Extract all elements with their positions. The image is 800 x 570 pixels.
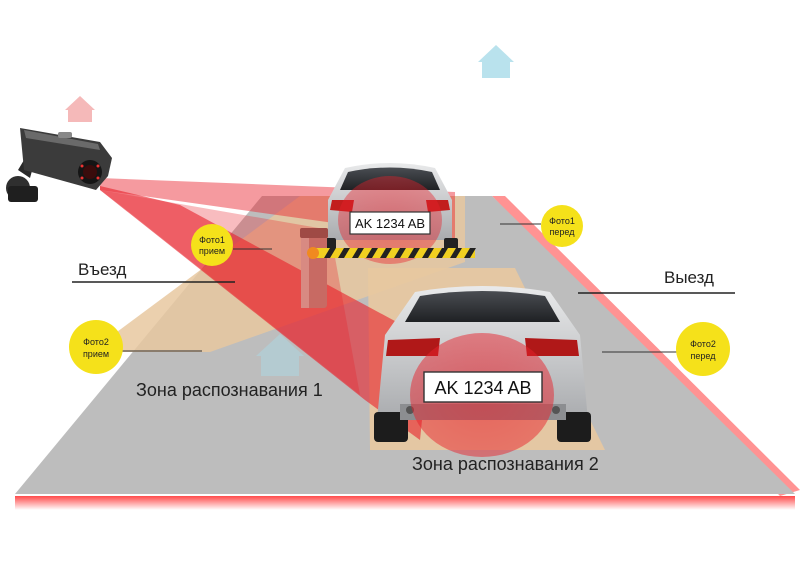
exit-label: Выезд: [664, 268, 714, 287]
road-red-glow: [15, 496, 795, 510]
photo2-entry-line2: прием: [83, 349, 109, 359]
camera-beam-near: [100, 186, 430, 440]
photo2-entry-line1: Фото2: [83, 337, 109, 347]
license-plate-near: AK 1234 AB: [423, 371, 543, 403]
photo1-front-badge: Фото1 перед: [500, 205, 583, 247]
photo2-entry-badge: Фото2 прием: [69, 320, 202, 374]
zone-1-label: Зона распознавания 1: [136, 380, 323, 400]
camera-beam-wide: [100, 190, 360, 395]
photo1-front-line2: перед: [550, 227, 576, 237]
plate-near-text: AK 1234 AB: [434, 378, 531, 398]
camera-icon: [6, 128, 112, 202]
photo2-front-badge: Фото2 перед: [602, 322, 730, 376]
photo1-front-line1: Фото1: [549, 216, 575, 226]
photo1-entry-line1: Фото1: [199, 235, 225, 245]
plate-far-text: AK 1234 AB: [355, 216, 425, 231]
photo2-front-line1: Фото2: [690, 339, 716, 349]
photo1-entry-line2: прием: [199, 246, 225, 256]
home-watermark-icon: [478, 45, 514, 78]
photo2-front-line2: перед: [691, 351, 717, 361]
home-watermark-icon: [256, 334, 304, 376]
barrier-icon: [300, 228, 476, 308]
zone-2-label: Зона распознавания 2: [412, 454, 599, 474]
road-right-glow: [492, 196, 800, 496]
entry-label: Въезд: [78, 260, 126, 279]
home-watermark-icon: [65, 96, 95, 122]
photo1-entry-badge: Фото1 прием: [191, 224, 272, 266]
license-plate-far: AK 1234 AB: [349, 211, 431, 235]
